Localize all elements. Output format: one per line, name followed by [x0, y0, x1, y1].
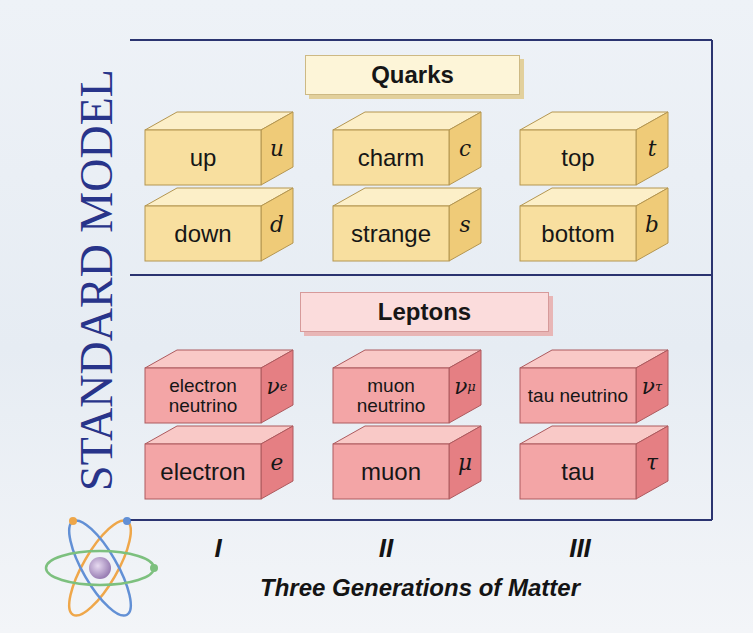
particle-symbol: s — [449, 197, 481, 252]
group-header: Leptons — [300, 292, 549, 332]
frame — [130, 40, 712, 520]
particle-symbol: c — [449, 121, 481, 176]
particle-box: electrone — [145, 426, 293, 499]
generation-number: II — [379, 533, 393, 564]
particle-box: electron neutrinoνe — [145, 350, 293, 423]
box-side — [261, 188, 293, 261]
box-side — [636, 350, 668, 423]
group-header: Quarks — [305, 55, 520, 95]
particle-name: electron — [145, 444, 261, 499]
box-front — [333, 368, 449, 423]
box-side — [449, 188, 481, 261]
particle-box: muonμ — [333, 426, 481, 499]
box-front — [520, 444, 636, 499]
particle-symbol: u — [261, 121, 293, 176]
particle-name: muon — [333, 444, 449, 499]
box-side — [636, 188, 668, 261]
box-front — [520, 206, 636, 261]
caption: Three Generations of Matter — [260, 574, 580, 602]
group-title: Quarks — [306, 56, 519, 94]
particle-symbol: νμ — [449, 359, 481, 414]
particle-symbol: μ — [449, 435, 481, 490]
particle-name: top — [520, 130, 636, 185]
box-front — [520, 130, 636, 185]
particle-name: electron neutrino — [145, 368, 261, 423]
box-front — [333, 206, 449, 261]
box-front — [145, 130, 261, 185]
particle-symbol: τ — [636, 435, 668, 490]
particle-name: bottom — [520, 206, 636, 261]
generation-number: I — [214, 533, 221, 564]
particle-box: muon neutrinoνμ — [333, 350, 481, 423]
particle-symbol: e — [261, 435, 293, 490]
particle-box: charmc — [333, 112, 481, 185]
particle-box: downd — [145, 188, 293, 261]
box-front — [333, 130, 449, 185]
particle-name: strange — [333, 206, 449, 261]
vertical-title: STANDARD MODEL — [74, 69, 120, 491]
particle-box: bottomb — [520, 188, 668, 261]
particle-name: charm — [333, 130, 449, 185]
box-side — [449, 112, 481, 185]
box-front — [145, 206, 261, 261]
particle-box: tauτ — [520, 426, 668, 499]
box-front — [333, 444, 449, 499]
box-front — [145, 368, 261, 423]
particle-symbol: b — [636, 197, 668, 252]
particle-symbol: ντ — [636, 359, 668, 414]
particle-box: upu — [145, 112, 293, 185]
box-front — [145, 444, 261, 499]
particle-box: topt — [520, 112, 668, 185]
box-front — [520, 368, 636, 423]
particle-name: tau — [520, 444, 636, 499]
particle-symbol: t — [636, 121, 668, 176]
box-side — [636, 426, 668, 499]
group-title: Leptons — [301, 293, 548, 331]
box-side — [261, 350, 293, 423]
box-side — [449, 350, 481, 423]
box-side — [261, 426, 293, 499]
particle-box: stranges — [333, 188, 481, 261]
box-side — [261, 112, 293, 185]
generation-number: III — [569, 533, 591, 564]
particle-box: tau neutrinoντ — [520, 350, 668, 423]
particle-symbol: νe — [261, 359, 293, 414]
particle-name: down — [145, 206, 261, 261]
box-side — [449, 426, 481, 499]
atom-icon — [46, 513, 158, 624]
box-side — [636, 112, 668, 185]
particle-name: muon neutrino — [333, 368, 449, 423]
particle-symbol: d — [261, 197, 293, 252]
particle-name: tau neutrino — [520, 368, 636, 423]
particle-name: up — [145, 130, 261, 185]
